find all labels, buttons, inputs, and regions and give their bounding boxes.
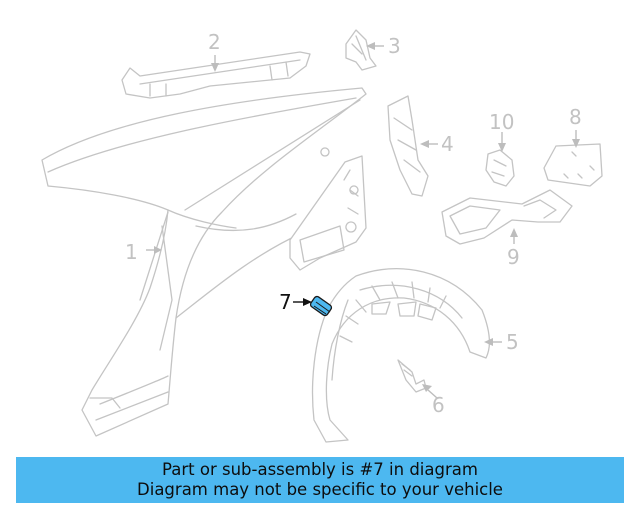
part-3-bracket[interactable] (345, 29, 377, 71)
part-9-fuel-filler-housing[interactable] (441, 189, 573, 245)
banner-line-disclaimer: Diagram may not be specific to your vehi… (137, 480, 503, 499)
callout-10[interactable]: 10 (489, 110, 514, 134)
exploded-parts-diagram: 1 2 3 4 5 6 7 8 9 10 (41, 29, 603, 443)
banner-line-part-info: Part or sub-assembly is #7 in diagram (162, 460, 478, 479)
callout-7-highlighted[interactable]: 7 (279, 290, 292, 314)
part-5-wheel-liner[interactable] (311, 268, 491, 443)
info-banner: Part or sub-assembly is #7 in diagram Di… (16, 457, 624, 503)
callout-2[interactable]: 2 (208, 30, 221, 54)
part-7-clip-highlighted[interactable] (309, 295, 333, 317)
part-1-quarter-panel[interactable] (41, 87, 367, 437)
callout-9[interactable]: 9 (507, 245, 520, 269)
part-10-clip[interactable] (485, 149, 515, 187)
leader-lines (146, 42, 580, 399)
callout-3[interactable]: 3 (388, 34, 401, 58)
callout-5[interactable]: 5 (506, 330, 519, 354)
part-2-upper-rail[interactable] (121, 51, 311, 99)
callout-6[interactable]: 6 (432, 393, 445, 417)
inner-wheelhouse-panel (289, 155, 367, 271)
part-6-bolt[interactable] (397, 359, 427, 393)
callout-8[interactable]: 8 (569, 105, 582, 129)
callout-4[interactable]: 4 (441, 132, 454, 156)
part-4-pillar-reinforcement[interactable] (387, 95, 429, 197)
part-8-plate[interactable] (543, 143, 603, 187)
callout-1[interactable]: 1 (125, 240, 138, 264)
